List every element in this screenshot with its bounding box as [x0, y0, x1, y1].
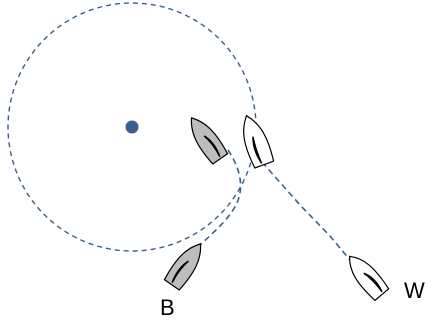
grey-boat-at-mark [190, 117, 229, 165]
white-boat-at-mark [243, 114, 275, 169]
sail-icon [203, 135, 221, 157]
mark-buoy-icon [125, 120, 139, 134]
track-w [261, 161, 351, 261]
hull-white [349, 255, 390, 302]
boat-w-label: W [404, 278, 425, 303]
sail-icon [171, 260, 189, 283]
sail-icon [363, 272, 383, 293]
boat-b [163, 243, 202, 291]
sail-icon [252, 136, 263, 164]
hull-grey [163, 243, 202, 291]
hull-white [243, 114, 275, 169]
boat-b-label: B [160, 295, 175, 320]
boat-w [349, 255, 390, 302]
